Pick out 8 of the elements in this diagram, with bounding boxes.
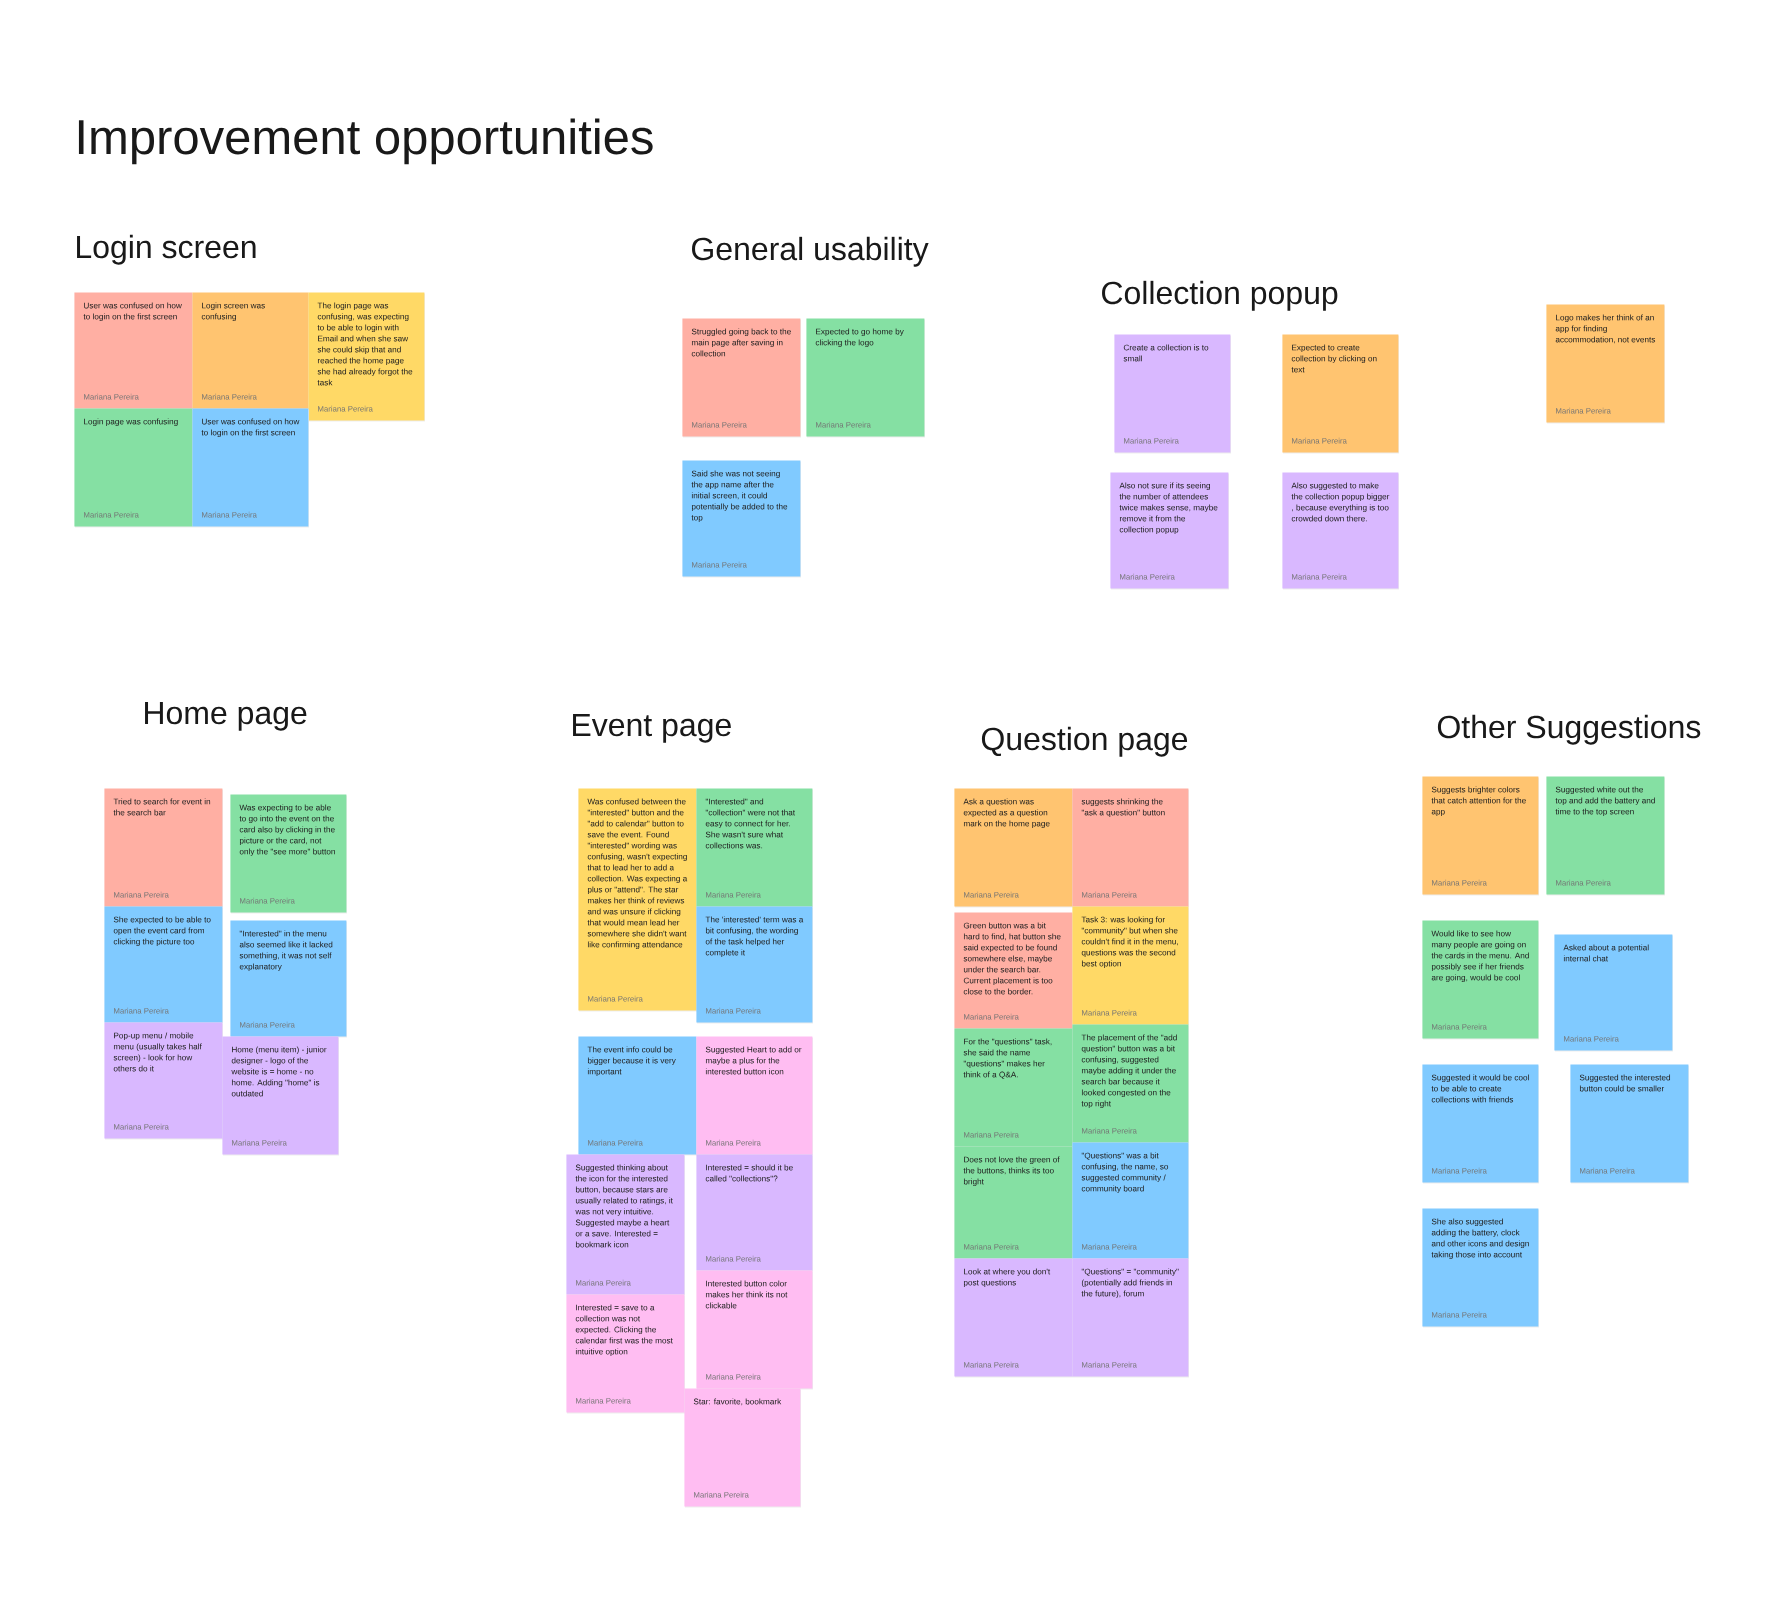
section-heading: Event page [573,714,731,743]
section-heading: General usability [692,236,929,267]
page-title: Improvement opportunities [78,118,653,165]
section-heading: Collection popup [1102,280,1338,311]
section-heading: Question page [981,726,1188,757]
section-heading: Home page [145,701,307,731]
section-heading: Other Suggestions [1437,714,1701,745]
section-heading: Login screen [77,234,256,265]
